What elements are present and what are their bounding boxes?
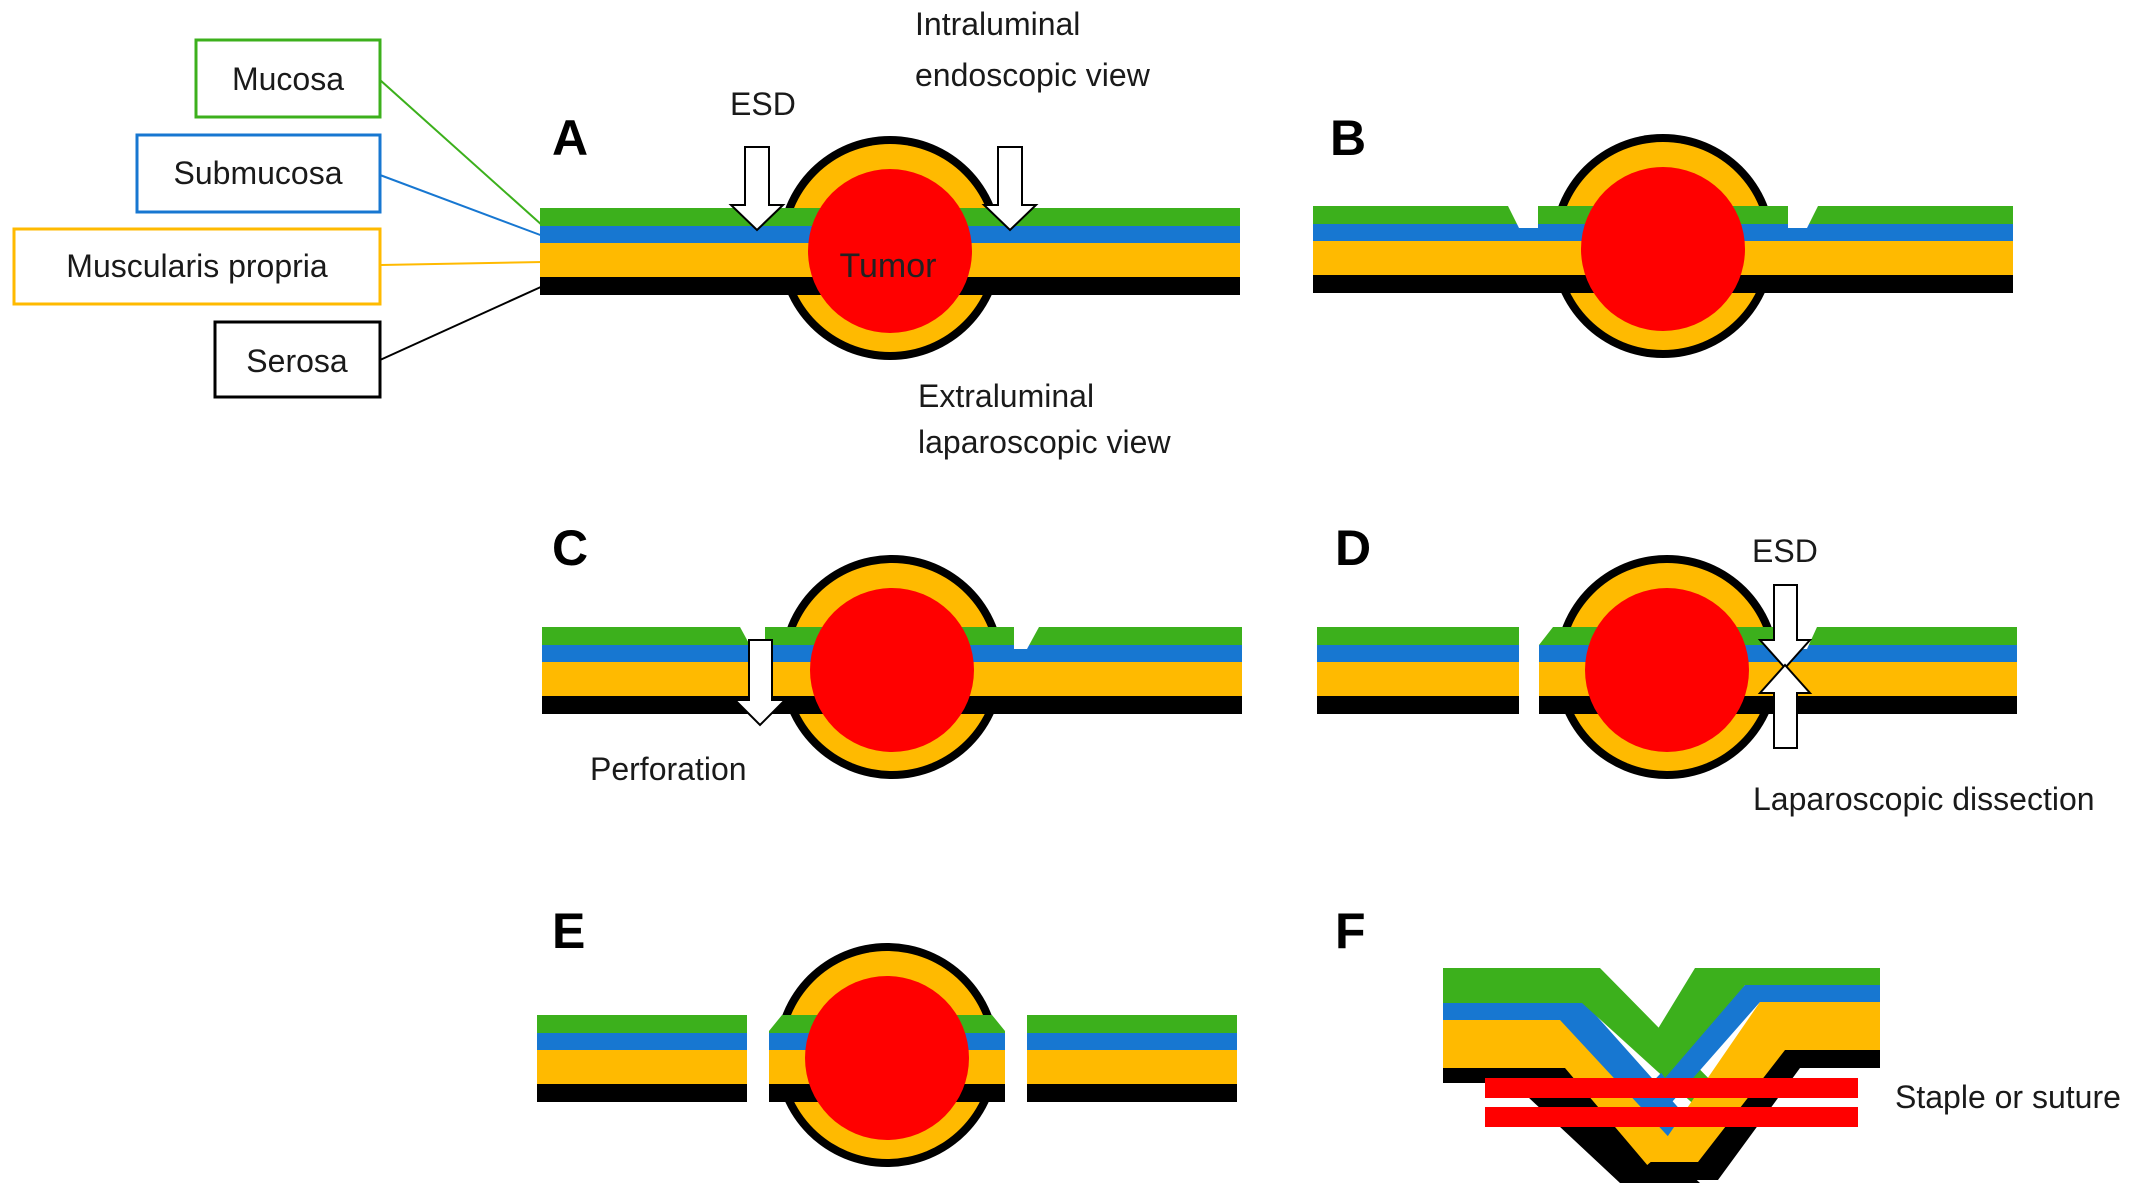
legend-label: Mucosa — [232, 61, 344, 97]
gut-wall — [537, 943, 1237, 1167]
gut-wall — [542, 555, 1242, 779]
intraluminal-label-line2: endoscopic view — [915, 57, 1151, 93]
panel-d: D ESD Laparoscopic dissection — [1317, 520, 2095, 817]
perforation-arrow — [732, 639, 788, 727]
staple-bar-lower — [1485, 1107, 1858, 1127]
esd-arrow — [1757, 584, 1813, 670]
perforation-label: Perforation — [590, 751, 747, 787]
legend-item-submucosa: Submucosa — [135, 133, 382, 214]
legend-label: Serosa — [246, 343, 348, 379]
laparoscopic-arrow — [1757, 663, 1813, 749]
tumor-label: Tumor — [840, 247, 937, 285]
staple-bar-upper — [1485, 1078, 1858, 1098]
panel-b: B — [1313, 110, 2013, 358]
muscularis-leader-line — [379, 261, 544, 266]
mucosa-leader-line — [379, 79, 544, 227]
panel-letter: B — [1330, 110, 1366, 166]
intraluminal-label-line1: Intraluminal — [915, 6, 1080, 42]
legend-item-serosa: Serosa — [213, 320, 382, 399]
serosa-leader-line — [379, 285, 544, 361]
panel-letter: A — [552, 110, 588, 166]
panel-letter: D — [1335, 520, 1371, 576]
extraluminal-label-line2: laparoscopic view — [918, 424, 1171, 460]
panel-c: C Perforation — [542, 520, 1242, 787]
tumor — [810, 588, 974, 752]
tumor — [1585, 588, 1749, 752]
legend: Mucosa Submucosa Muscularis propria Sero… — [12, 38, 544, 399]
panel-a: A Tumor ESD Intraluminal endoscopic view… — [540, 6, 1240, 460]
gut-wall — [540, 136, 1240, 360]
esd-label: ESD — [1752, 533, 1818, 569]
esd-arrow-left — [728, 146, 786, 232]
closed-wall — [1443, 968, 1880, 1183]
tumor — [1581, 167, 1745, 331]
panel-f: F Staple or suture — [1335, 903, 2121, 1183]
gut-wall — [1317, 555, 2017, 779]
tumor — [808, 169, 972, 333]
panel-e: E — [537, 903, 1237, 1167]
extraluminal-label-line1: Extraluminal — [918, 378, 1094, 414]
gut-wall — [1313, 134, 2013, 358]
panel-letter: F — [1335, 903, 1366, 959]
laparoscopic-label: Laparoscopic dissection — [1753, 781, 2095, 817]
panel-letter: E — [552, 903, 585, 959]
legend-label: Muscularis propria — [66, 248, 328, 284]
legend-label: Submucosa — [174, 155, 343, 191]
esd-label: ESD — [730, 86, 796, 122]
tumor — [805, 976, 969, 1140]
legend-item-mucosa: Mucosa — [194, 38, 382, 119]
esd-arrow-right — [981, 146, 1039, 232]
panel-letter: C — [552, 520, 588, 576]
legend-item-muscularis: Muscularis propria — [12, 227, 382, 306]
staple-label: Staple or suture — [1895, 1079, 2121, 1115]
submucosa-leader-line — [379, 174, 544, 237]
